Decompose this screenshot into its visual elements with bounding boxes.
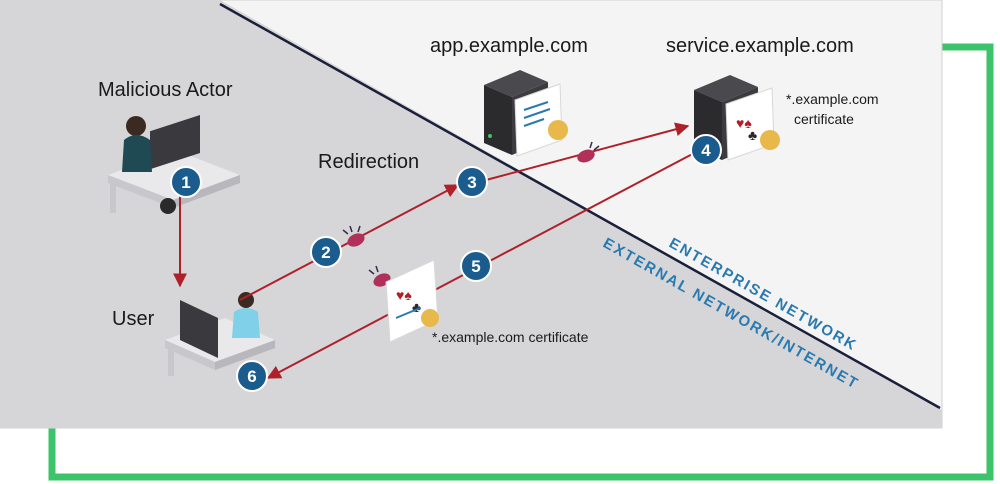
svg-text:♣: ♣ — [748, 127, 757, 143]
service-cert-label-2: certificate — [794, 111, 854, 127]
step-badge-4: 4 — [690, 134, 722, 166]
svg-text:2: 2 — [321, 243, 330, 262]
forged-cert-label: *.example.com certificate — [432, 329, 589, 345]
user-workstation — [165, 292, 275, 376]
step-badge-3: 3 — [456, 166, 488, 198]
step-badge-2: 2 — [310, 236, 342, 268]
redirection-label: Redirection — [318, 151, 419, 173]
app-server — [484, 70, 568, 157]
network-divider — [219, 2, 941, 410]
green-frame — [48, 43, 994, 481]
svg-text:♥♠: ♥♠ — [396, 287, 412, 303]
svg-text:1: 1 — [181, 173, 190, 192]
svg-text:3: 3 — [467, 173, 476, 192]
svg-text:♥♠: ♥♠ — [736, 115, 752, 131]
malware-bug-icon — [342, 225, 365, 247]
malware-bug-icon — [577, 141, 600, 163]
certificate-seal-icon — [760, 130, 780, 150]
malicious-actor-label: Malicious Actor — [98, 79, 233, 101]
certificate-seal-icon — [548, 120, 568, 140]
svg-text:5: 5 — [471, 257, 480, 276]
certificate-seal-icon — [421, 309, 439, 327]
user-label: User — [112, 308, 155, 330]
app-server-label: app.example.com — [430, 35, 588, 57]
step-badge-5: 5 — [460, 250, 492, 282]
svg-text:6: 6 — [247, 367, 256, 386]
service-server-label: service.example.com — [666, 35, 854, 57]
svg-text:4: 4 — [701, 141, 711, 160]
svg-text:♣: ♣ — [412, 299, 421, 315]
service-cert-label-1: *.example.com — [786, 91, 879, 107]
forged-certificate: ♥♠ ♣ — [385, 259, 439, 343]
step-badge-6: 6 — [236, 360, 268, 392]
step-badge-1: 1 — [170, 166, 202, 198]
